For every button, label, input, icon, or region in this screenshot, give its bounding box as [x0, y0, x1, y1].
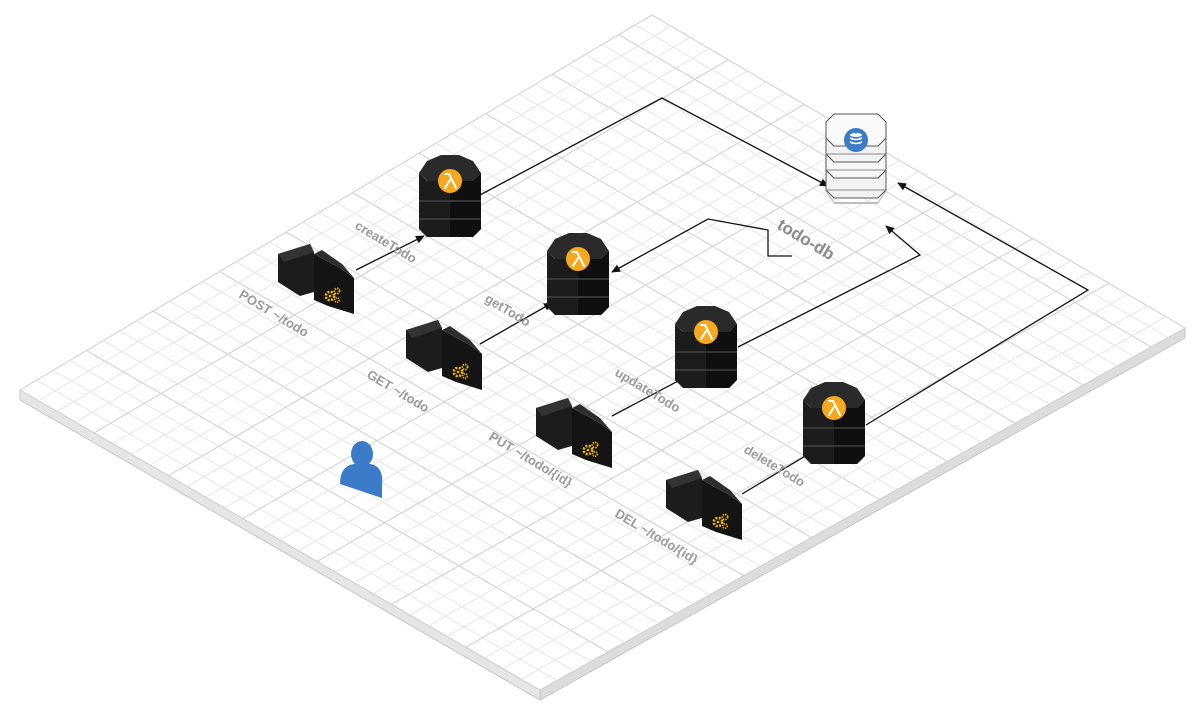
gear-icon: [712, 513, 729, 530]
edge-create-db: [479, 97, 829, 196]
edge-update-db: [737, 225, 922, 348]
lambda-stack-delete[interactable]: [803, 382, 865, 464]
lambda-stack-create[interactable]: [419, 155, 481, 237]
lambda-layer: [419, 155, 865, 464]
platform: [19, 14, 1187, 701]
lambda-stack-get[interactable]: [547, 233, 609, 315]
gear-icon: [324, 287, 341, 304]
lambda-stack-update[interactable]: [675, 306, 737, 388]
api-gateway-get[interactable]: [406, 320, 482, 390]
api-gateway-del[interactable]: [666, 470, 742, 540]
connectors: [355, 97, 1090, 495]
grid: [36, 24, 1169, 681]
user-icon[interactable]: [340, 441, 383, 498]
gear-icon: [582, 441, 599, 458]
edge-del-delete: [741, 451, 813, 495]
dynamodb-icon[interactable]: [825, 113, 887, 204]
api-gateway-put[interactable]: [536, 398, 612, 468]
api-gateway-post[interactable]: [278, 244, 354, 314]
edge-put-update: [611, 379, 681, 417]
edge-delete-db: [865, 182, 1090, 426]
edge-db-get: [611, 218, 792, 273]
gear-icon: [452, 363, 469, 380]
edge-post-create: [355, 235, 425, 271]
gateway-layer: [278, 244, 742, 540]
edge-get-gettodo: [479, 302, 553, 345]
